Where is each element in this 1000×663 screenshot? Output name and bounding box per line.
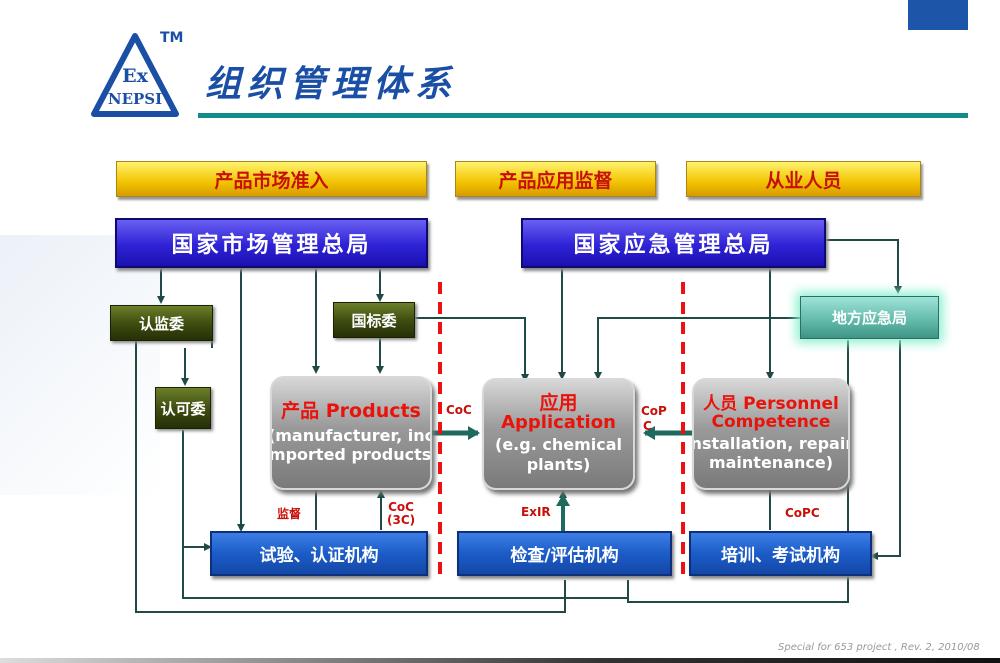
footer-rule xyxy=(0,658,1000,663)
category-personnel: 从业人员 xyxy=(686,161,921,197)
title-rule xyxy=(198,113,968,118)
node-mem: 国家应急管理总局 xyxy=(521,218,826,268)
arrow-mem-local xyxy=(826,239,902,294)
page-title: 组织管理体系 xyxy=(205,63,458,105)
personnel-title2: Competence xyxy=(711,411,831,432)
node-application: 应用 Application (e.g. chemical plants) xyxy=(482,378,635,490)
personnel-line2: maintenance) xyxy=(708,453,834,473)
arrow-sac-application xyxy=(415,317,529,382)
application-line2: plants) xyxy=(526,454,591,474)
node-local-emergency: 地方应急局 xyxy=(800,296,939,339)
products-title: 产品 Products xyxy=(281,399,421,422)
category-market-access: 产品市场准入 xyxy=(116,161,427,197)
personnel-title: 人员 Personnel xyxy=(703,393,839,414)
node-products: 产品 Products (manufacturer, inc imported … xyxy=(270,376,432,490)
personnel-line1: installation, repair, xyxy=(692,433,850,453)
label-cop: CoP xyxy=(641,404,667,418)
category-application-supervision: 产品应用监督 xyxy=(455,161,656,197)
node-inspection-assessment: 检查/评估机构 xyxy=(457,531,672,576)
logo-line1: Ex xyxy=(122,65,148,87)
products-line1: (manufacturer, inc xyxy=(270,425,432,445)
node-training-exam: 培训、考试机构 xyxy=(689,531,872,576)
application-line1: (e.g. chemical xyxy=(495,435,622,455)
arrow-local-application xyxy=(594,317,800,380)
application-title-en: Application xyxy=(501,412,616,434)
background-shade xyxy=(0,235,160,495)
label-supervise: 监督 xyxy=(277,507,302,521)
label-exir: ExIR xyxy=(521,505,551,519)
application-title-cn: 应用 xyxy=(539,392,578,415)
logo-line2: NEPSI xyxy=(108,90,162,108)
node-testing-certification: 试验、认证机构 xyxy=(210,531,428,576)
line-cnac-bottom xyxy=(182,430,628,599)
label-cop-2: C xyxy=(643,419,652,433)
trademark: TM xyxy=(160,30,184,46)
node-cnac: 认可委 xyxy=(155,387,211,429)
label-coc-3c: CoC(3C) xyxy=(387,500,416,528)
arrow-local-training xyxy=(870,340,901,560)
footer-note: Special for 653 project , Rev. 2, 2010/0… xyxy=(778,642,980,653)
node-samr: 国家市场管理总局 xyxy=(115,218,428,268)
line-cnca-bottom xyxy=(135,340,566,613)
node-sac: 国标委 xyxy=(333,302,415,338)
corner-block xyxy=(908,0,968,30)
label-copc: CoPC xyxy=(785,506,820,520)
label-coc: CoC xyxy=(446,403,472,417)
node-cnca: 认监委 xyxy=(110,305,213,341)
node-personnel: 人员 Personnel Competence installation, re… xyxy=(692,378,850,490)
nepsi-logo: Ex NEPSI xyxy=(91,33,179,117)
products-line2: imported products) xyxy=(270,445,432,465)
